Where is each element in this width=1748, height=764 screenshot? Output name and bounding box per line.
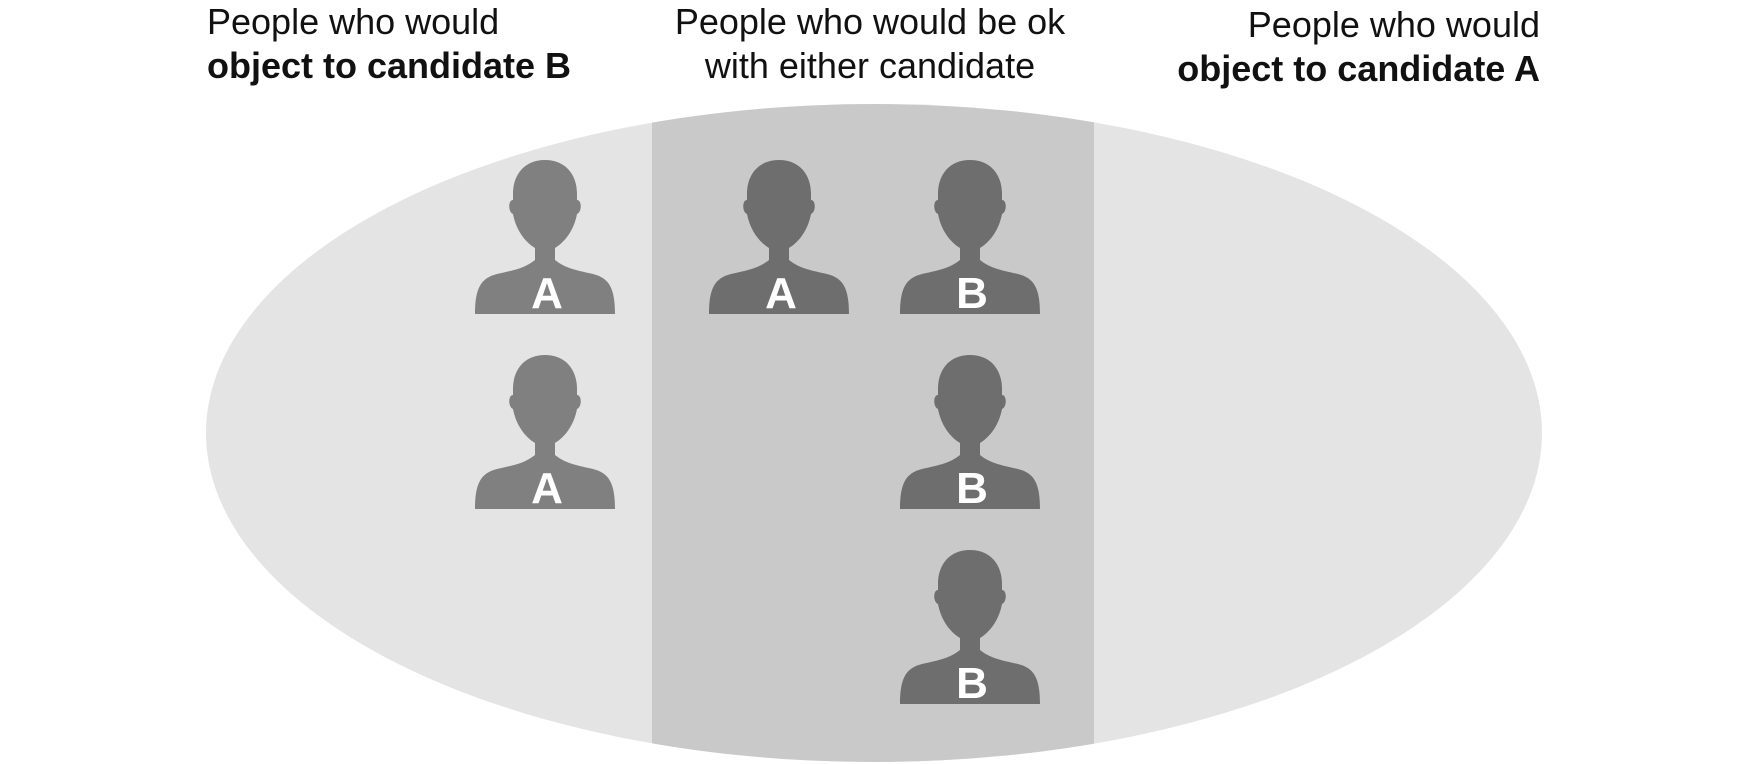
heading-object-to-candidate-b: People who would object to candidate B xyxy=(207,0,571,88)
heading-left-line1: People who would xyxy=(207,1,500,42)
heading-right-line1: People who would xyxy=(1247,4,1540,45)
heading-object-to-candidate-a: People who would object to candidate A xyxy=(1177,3,1540,91)
heading-left-line2: object to candidate B xyxy=(207,45,572,86)
middle-band xyxy=(652,104,1094,762)
person-candidate-letter: A xyxy=(531,464,563,513)
person-icon: A xyxy=(475,160,615,318)
person-icon: B xyxy=(900,550,1040,708)
heading-ok-with-either: People who would be ok with either candi… xyxy=(620,0,1120,88)
heading-center-line1: People who would be ok xyxy=(674,1,1066,42)
person-candidate-letter: B xyxy=(956,269,988,318)
person-icon: A xyxy=(475,355,615,513)
person-candidate-letter: B xyxy=(956,464,988,513)
person-candidate-letter: A xyxy=(765,269,797,318)
person-candidate-letter: A xyxy=(531,269,563,318)
heading-center-line2: with either candidate xyxy=(704,45,1036,86)
person-icon: A xyxy=(709,160,849,318)
person-icon: B xyxy=(900,355,1040,513)
people-layer: A A A B B B xyxy=(475,160,1040,708)
person-candidate-letter: B xyxy=(956,659,988,708)
heading-right-line2: object to candidate A xyxy=(1177,48,1540,89)
person-icon: B xyxy=(900,160,1040,318)
